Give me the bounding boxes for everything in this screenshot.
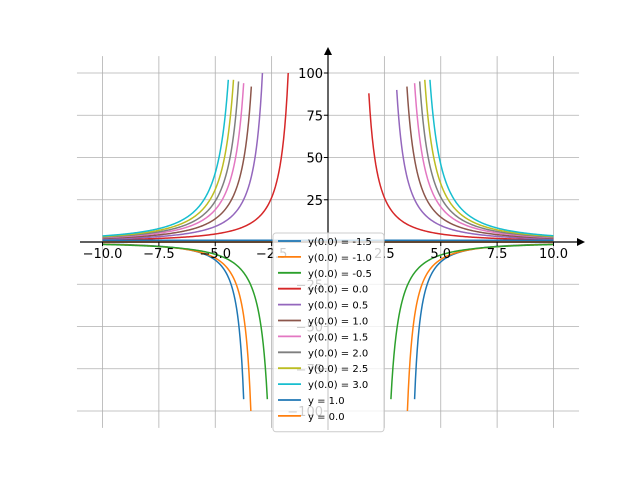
x-tick-label-0: −10.0 xyxy=(83,247,123,262)
series-right-branch-9 xyxy=(429,79,554,237)
legend-label-11: y = 0.0 xyxy=(308,412,345,423)
y-axis-arrow xyxy=(324,47,332,55)
series-left-branch-8 xyxy=(102,79,235,238)
x-tick-label-6: 7.5 xyxy=(487,247,508,262)
series-3 xyxy=(102,72,554,241)
series-right-branch-6 xyxy=(413,83,554,239)
series-left-branch-2 xyxy=(102,243,269,400)
series-right-branch-1 xyxy=(406,243,554,412)
legend-label-6: y(0.0) = 1.5 xyxy=(308,332,368,343)
y-tick-label-7: 100 xyxy=(298,67,323,82)
legend-label-4: y(0.0) = 0.5 xyxy=(308,301,368,312)
y-tick-label-5: 50 xyxy=(306,152,323,167)
series-left-branch-5 xyxy=(102,86,253,240)
legend-label-7: y(0.0) = 2.0 xyxy=(308,348,368,359)
series-2 xyxy=(102,243,554,400)
series-left-branch-0 xyxy=(102,243,245,400)
series-8 xyxy=(102,79,554,238)
series-right-branch-7 xyxy=(418,81,554,238)
series-right-branch-3 xyxy=(368,93,554,241)
legend-label-1: y(0.0) = -1.0 xyxy=(308,253,372,264)
x-tick-label-5: 5.0 xyxy=(430,247,451,262)
series-left-branch-1 xyxy=(102,243,252,412)
x-tick-label-7: 10.0 xyxy=(539,247,568,262)
series-9 xyxy=(102,79,554,237)
x-axis-arrow xyxy=(577,238,585,246)
legend: y(0.0) = -1.5 y(0.0) = -1.0 y(0.0) = -0.5 y… xyxy=(272,232,385,433)
series-right-branch-5 xyxy=(406,86,554,240)
legend-frame xyxy=(272,232,385,433)
series-left-branch-4 xyxy=(102,72,264,240)
series-4 xyxy=(102,72,554,240)
x-tick-label-1: −7.5 xyxy=(143,247,175,262)
series-right-branch-4 xyxy=(395,89,554,240)
series-left-branch-3 xyxy=(102,72,289,241)
legend-label-8: y(0.0) = 2.5 xyxy=(308,364,368,375)
series-left-branch-6 xyxy=(102,83,245,239)
series-left-branch-9 xyxy=(102,79,230,237)
x-tick-label-2: −5.0 xyxy=(199,247,231,262)
legend-label-3: y(0.0) = 0.0 xyxy=(308,285,368,296)
y-tick-label-4: 25 xyxy=(306,194,323,209)
series-right-branch-2 xyxy=(390,243,554,400)
legend-label-5: y(0.0) = 1.0 xyxy=(308,317,368,328)
legend-label-0: y(0.0) = -1.5 xyxy=(308,237,372,248)
series-right-branch-0 xyxy=(413,243,554,400)
series-left-branch-7 xyxy=(102,81,240,238)
legend-label-2: y(0.0) = -0.5 xyxy=(308,269,372,280)
y-tick-label-6: 75 xyxy=(306,109,323,124)
series-5 xyxy=(102,86,554,240)
series-right-branch-8 xyxy=(424,79,554,238)
series-7 xyxy=(102,81,554,238)
legend-label-10: y = 1.0 xyxy=(308,396,345,407)
legend-label-9: y(0.0) = 3.0 xyxy=(308,380,368,391)
